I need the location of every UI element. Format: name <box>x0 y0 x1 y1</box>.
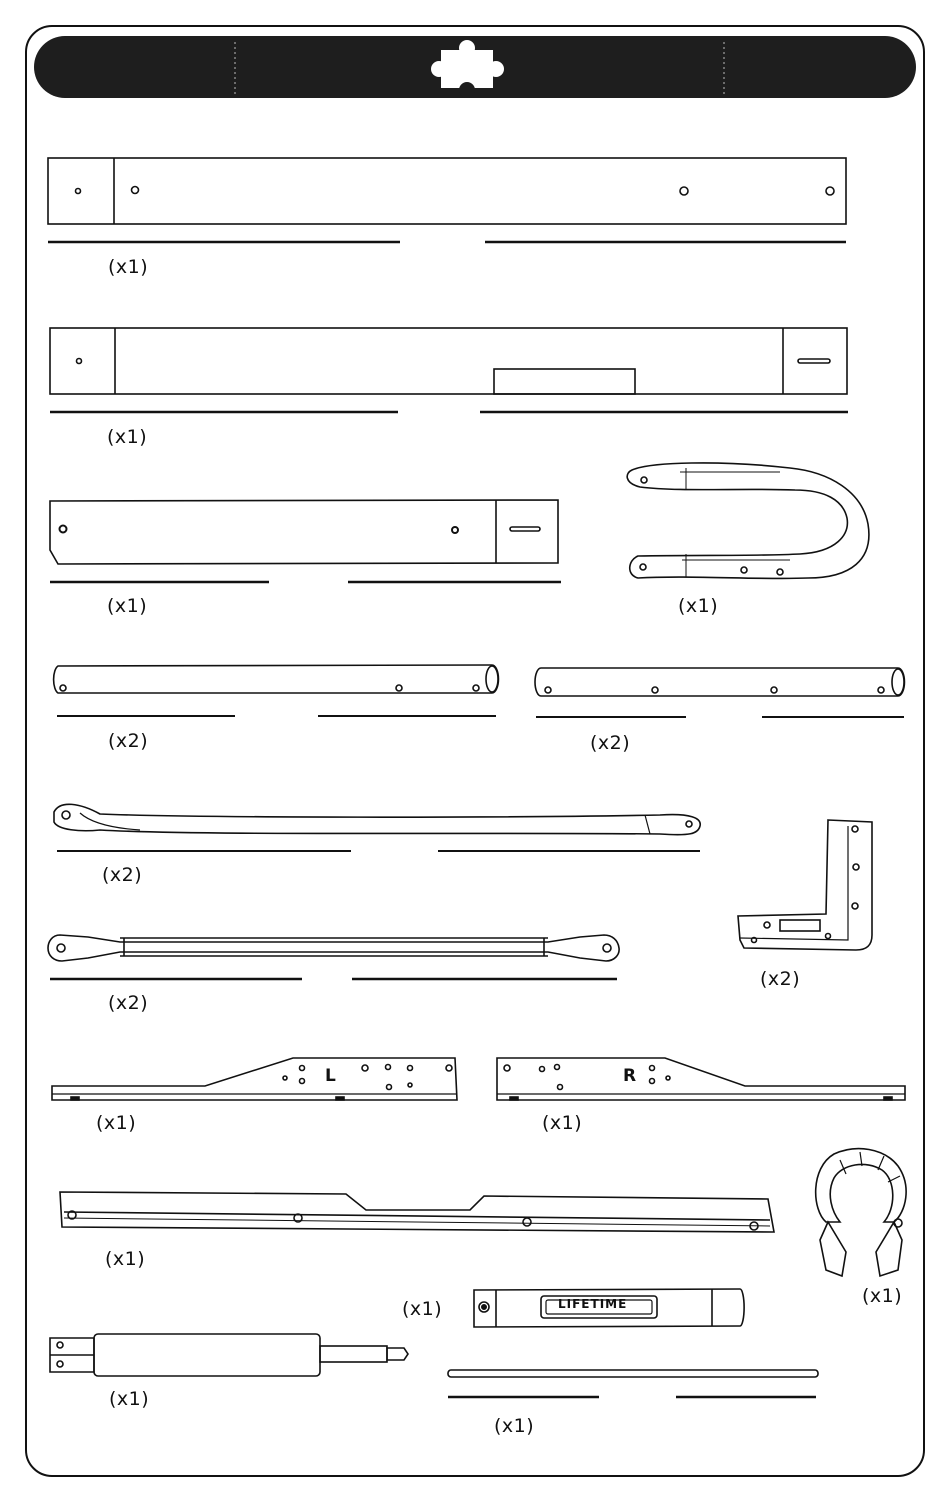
part-rail-1 <box>48 158 846 242</box>
part-strut-brace <box>48 935 619 979</box>
part-rail-3 <box>50 500 561 582</box>
logo-tube-brand: LIFETIME <box>558 1297 627 1311</box>
part-curved-brace <box>54 804 700 851</box>
qty-label-u-handle: (x1) <box>678 595 718 617</box>
part-thin-rod <box>448 1370 818 1397</box>
qty-label-curved-brace: (x2) <box>102 864 142 886</box>
plate-right-stamp: R <box>623 1066 636 1086</box>
part-long-channel <box>60 1192 774 1232</box>
qty-label-rail-3: (x1) <box>107 595 147 617</box>
part-corner-bracket <box>738 820 872 950</box>
qty-label-plate-left: (x1) <box>96 1112 136 1134</box>
qty-label-long-channel: (x1) <box>105 1248 145 1270</box>
qty-label-rail-1: (x1) <box>108 256 148 278</box>
part-plate-right <box>497 1058 905 1100</box>
qty-label-thin-rod: (x1) <box>494 1415 534 1437</box>
qty-label-gas-cylinder: (x1) <box>109 1388 149 1410</box>
part-rail-2 <box>50 328 848 412</box>
qty-label-rail-2: (x1) <box>107 426 147 448</box>
qty-label-clamp-hook: (x1) <box>862 1285 902 1307</box>
header-bar <box>34 36 916 98</box>
plate-left-stamp: L <box>325 1066 336 1086</box>
part-u-handle <box>627 463 869 579</box>
qty-label-tube-left: (x2) <box>108 730 148 752</box>
part-gas-cylinder <box>50 1334 408 1376</box>
qty-label-strut-brace: (x2) <box>108 992 148 1014</box>
part-tube-right <box>535 668 904 717</box>
qty-label-corner-bracket: (x2) <box>760 968 800 990</box>
qty-label-tube-right: (x2) <box>590 732 630 754</box>
part-tube-left <box>54 665 499 716</box>
qty-label-plate-right: (x1) <box>542 1112 582 1134</box>
qty-label-logo-tube: (x1) <box>402 1298 442 1320</box>
part-clamp-hook <box>816 1149 906 1276</box>
page-frame <box>26 26 924 1476</box>
part-plate-left <box>52 1058 457 1100</box>
